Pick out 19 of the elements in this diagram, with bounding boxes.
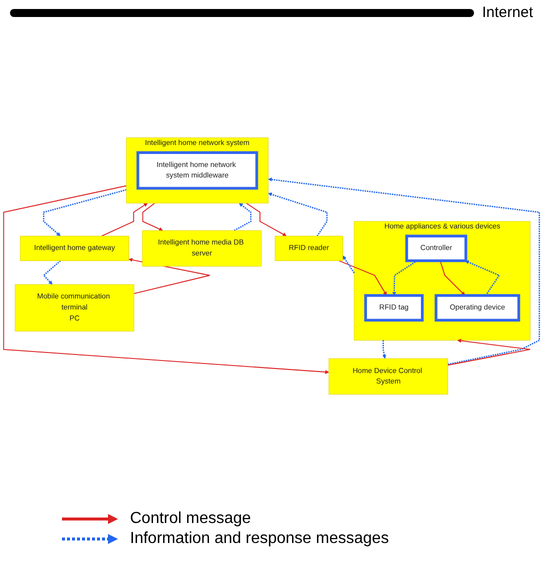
- arrow: [234, 202, 252, 232]
- arrow: [447, 338, 531, 366]
- arrow: [246, 202, 287, 236]
- arrow: [42, 260, 61, 285]
- arrow: [42, 189, 127, 236]
- arrow: [142, 202, 163, 231]
- network-label: Internet: [482, 4, 533, 21]
- arrow: [268, 178, 540, 366]
- arrow: [342, 255, 355, 274]
- arrow: [3, 185, 330, 374]
- arrow: [464, 260, 500, 296]
- arrow: [338, 260, 387, 296]
- legend-text: Control message: [130, 510, 251, 528]
- legend-text: Information and response messages: [130, 530, 389, 548]
- arrow: [440, 260, 466, 296]
- arrow: [101, 202, 148, 236]
- arrow: [268, 192, 328, 236]
- arrow: [382, 340, 386, 359]
- arrow: [392, 260, 418, 296]
